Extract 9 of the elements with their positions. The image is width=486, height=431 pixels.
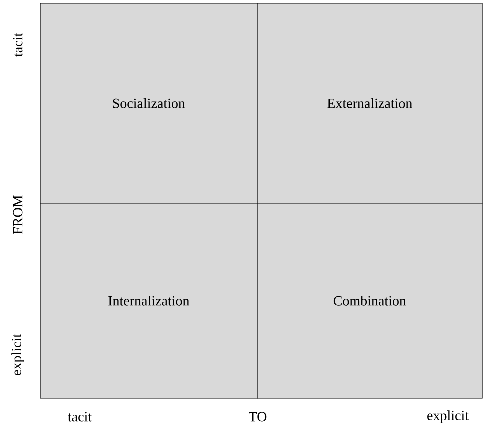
axis-label: tacit <box>68 412 92 422</box>
axis-label: tacit <box>13 33 23 57</box>
quadrant-box: Externalization <box>257 3 483 204</box>
quadrant-box: Internalization <box>40 203 258 399</box>
quadrant-box: Socialization <box>40 3 258 204</box>
axis-label: TO <box>249 412 267 422</box>
quadrant-box: Combination <box>257 203 483 399</box>
axis-label: FROM <box>13 196 23 234</box>
axis-label: explicit <box>12 334 24 376</box>
